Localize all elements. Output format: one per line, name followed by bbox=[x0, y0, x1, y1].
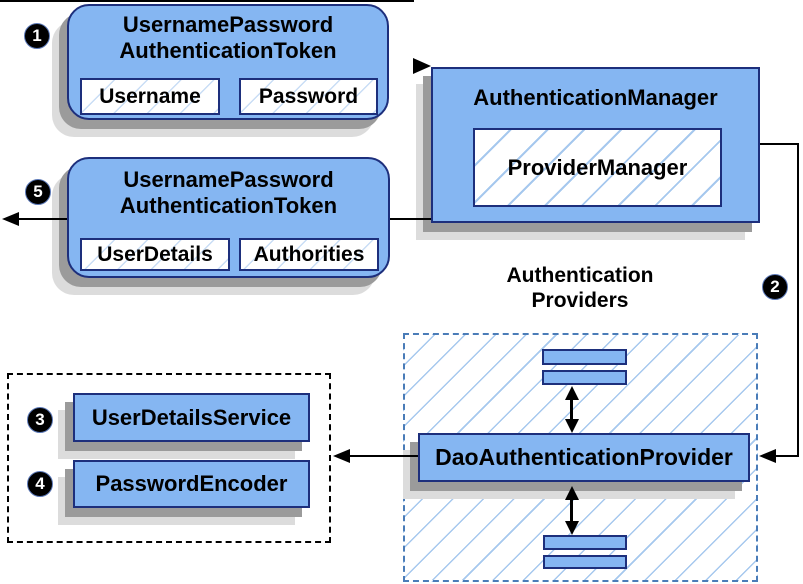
step3-marker-digit: 3 bbox=[35, 410, 45, 429]
manager-to-provider-line-top bbox=[760, 143, 799, 145]
request-token-title-line1: UsernamePassword bbox=[122, 12, 334, 37]
dao-authentication-provider-box: DaoAuthenticationProvider bbox=[418, 433, 750, 482]
provider-link-bottom-line bbox=[570, 498, 573, 522]
result-token-title: UsernamePassword AuthenticationToken bbox=[69, 167, 388, 219]
step4-marker: 4 bbox=[27, 471, 53, 497]
password-field-label: Password bbox=[258, 84, 359, 108]
authentication-manager-title-text: AuthenticationManager bbox=[473, 85, 718, 110]
flow-in-arrowhead-icon bbox=[413, 58, 431, 74]
request-token-box: UsernamePassword AuthenticationToken Use… bbox=[67, 4, 389, 120]
step5-marker: 5 bbox=[25, 179, 51, 205]
provider-manager-label: ProviderManager bbox=[507, 154, 688, 180]
step4-marker-digit: 4 bbox=[35, 474, 45, 493]
dao-to-services-arrowhead-icon bbox=[333, 449, 350, 463]
flow-out-line bbox=[18, 218, 67, 220]
providers-label: Authentication Providers bbox=[470, 263, 690, 313]
provider-link-bottom-up-arrowhead-icon bbox=[565, 486, 579, 500]
result-token-title-line2: AuthenticationToken bbox=[119, 193, 338, 218]
providers-label-line2: Providers bbox=[531, 289, 629, 312]
authentication-manager-title: AuthenticationManager bbox=[433, 85, 758, 111]
user-details-service-label: UserDetailsService bbox=[91, 404, 292, 430]
provider-link-top-up-arrowhead-icon bbox=[565, 386, 579, 400]
provider-slot-bar-top-2 bbox=[542, 370, 627, 385]
provider-manager-box: ProviderManager bbox=[473, 128, 722, 207]
dao-to-services-line bbox=[348, 455, 418, 457]
step2-marker-digit: 2 bbox=[770, 277, 780, 296]
flow-out-arrowhead-icon bbox=[2, 212, 19, 226]
password-field: Password bbox=[239, 78, 378, 115]
provider-link-top-down-arrowhead-icon bbox=[565, 419, 579, 433]
step2-marker: 2 bbox=[762, 274, 788, 300]
manager-to-token-line bbox=[390, 218, 431, 220]
request-token-title: UsernamePassword AuthenticationToken bbox=[69, 12, 387, 64]
user-details-service-box: UserDetailsService bbox=[73, 393, 310, 442]
provider-slot-bar-bottom-2 bbox=[543, 555, 627, 569]
step5-marker-digit: 5 bbox=[33, 182, 43, 201]
password-encoder-label: PasswordEncoder bbox=[95, 471, 288, 496]
step1-marker: 1 bbox=[24, 23, 50, 49]
authorities-field: Authorities bbox=[239, 238, 379, 271]
dao-authentication-provider-label: DaoAuthenticationProvider bbox=[435, 444, 733, 470]
flow-in-line bbox=[0, 0, 414, 2]
userdetails-field: UserDetails bbox=[80, 238, 230, 271]
username-field: Username bbox=[80, 78, 220, 115]
username-field-label: Username bbox=[99, 84, 201, 108]
manager-to-provider-line-vertical bbox=[797, 143, 799, 457]
manager-to-provider-line-bottom bbox=[775, 455, 799, 457]
result-token-box: UsernamePassword AuthenticationToken Use… bbox=[67, 157, 390, 278]
step3-marker: 3 bbox=[27, 407, 53, 433]
password-encoder-box: PasswordEncoder bbox=[73, 460, 310, 508]
provider-link-bottom-down-arrowhead-icon bbox=[565, 521, 579, 535]
result-token-title-line1: UsernamePassword bbox=[123, 167, 334, 192]
step1-marker-digit: 1 bbox=[32, 26, 42, 45]
provider-slot-bar-top-1 bbox=[542, 349, 627, 365]
provider-slot-bar-bottom-1 bbox=[543, 535, 627, 550]
authorities-field-label: Authorities bbox=[253, 242, 365, 266]
provider-link-top-line bbox=[570, 398, 573, 421]
request-token-title-line2: AuthenticationToken bbox=[119, 38, 337, 63]
manager-to-provider-arrowhead-icon bbox=[759, 449, 776, 463]
providers-group-box: DaoAuthenticationProvider bbox=[403, 333, 758, 582]
userdetails-field-label: UserDetails bbox=[97, 242, 213, 266]
authentication-manager-box: AuthenticationManager ProviderManager bbox=[431, 67, 760, 223]
services-group-box bbox=[7, 373, 331, 543]
providers-label-line1: Authentication bbox=[506, 264, 654, 287]
